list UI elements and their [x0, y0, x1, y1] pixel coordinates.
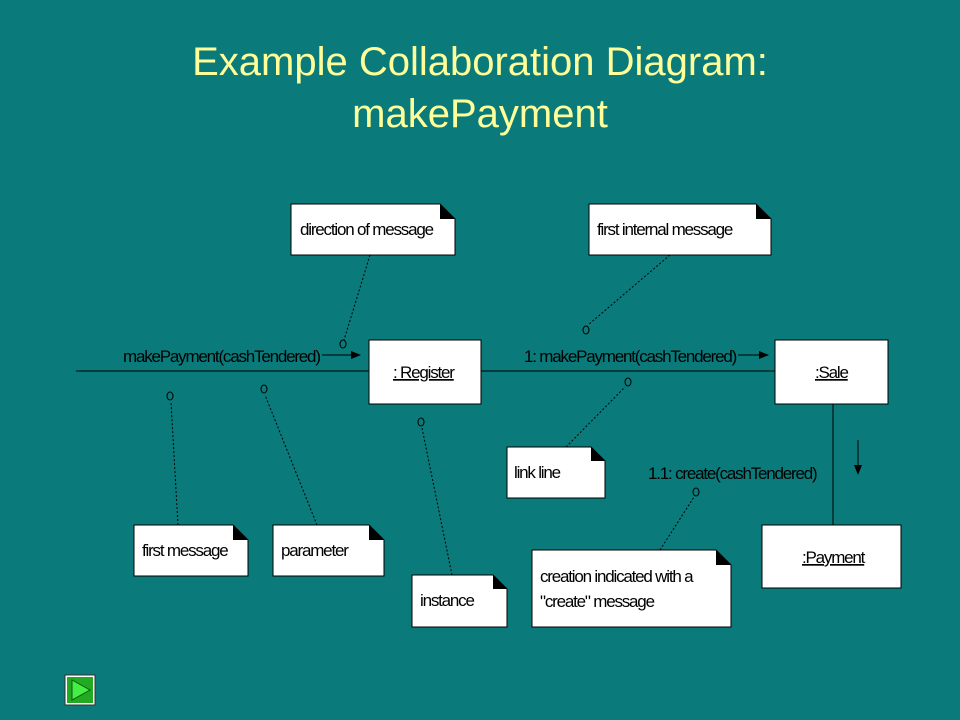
slide-title: Example Collaboration Diagram: makePayme…: [0, 36, 960, 140]
note-instance-text: instance: [420, 591, 474, 610]
note-connectors: [166, 254, 700, 576]
note-link-line: link line: [506, 446, 606, 499]
object-register[interactable]: : Register: [368, 339, 482, 405]
note-creation: creation indicated with a "create" messa…: [531, 549, 732, 628]
message-make-payment: makePayment(cashTendered): [123, 347, 320, 366]
object-sale-label: :Sale: [815, 363, 848, 382]
object-register-label: : Register: [393, 363, 455, 382]
object-payment[interactable]: :Payment: [761, 524, 902, 589]
note-direction: direction of message: [290, 203, 456, 256]
note-link-line-text: link line: [514, 463, 561, 482]
note-first-internal: first internal message: [588, 203, 772, 256]
note-first-message: first message: [133, 524, 249, 577]
title-line-1: Example Collaboration Diagram:: [192, 40, 768, 84]
note-direction-text: direction of message: [300, 220, 434, 239]
message-internal-make-payment: 1: makePayment(cashTendered): [524, 347, 737, 366]
object-sale[interactable]: :Sale: [774, 339, 889, 405]
message-create: 1.1: create(cashTendered): [648, 464, 817, 483]
title-line-2: makePayment: [352, 92, 608, 136]
note-first-message-text: first message: [142, 541, 228, 560]
note-instance: instance: [411, 574, 508, 628]
note-first-internal-text: first internal message: [597, 220, 733, 239]
note-creation-text-line-1: creation indicated with a: [540, 567, 694, 586]
note-creation-text-line-2: "create" message: [540, 592, 655, 611]
next-slide-button[interactable]: [64, 674, 96, 706]
note-parameter: parameter: [272, 524, 385, 577]
play-triangle-icon: [64, 674, 96, 706]
object-payment-label: :Payment: [802, 548, 866, 567]
note-parameter-text: parameter: [281, 541, 349, 560]
